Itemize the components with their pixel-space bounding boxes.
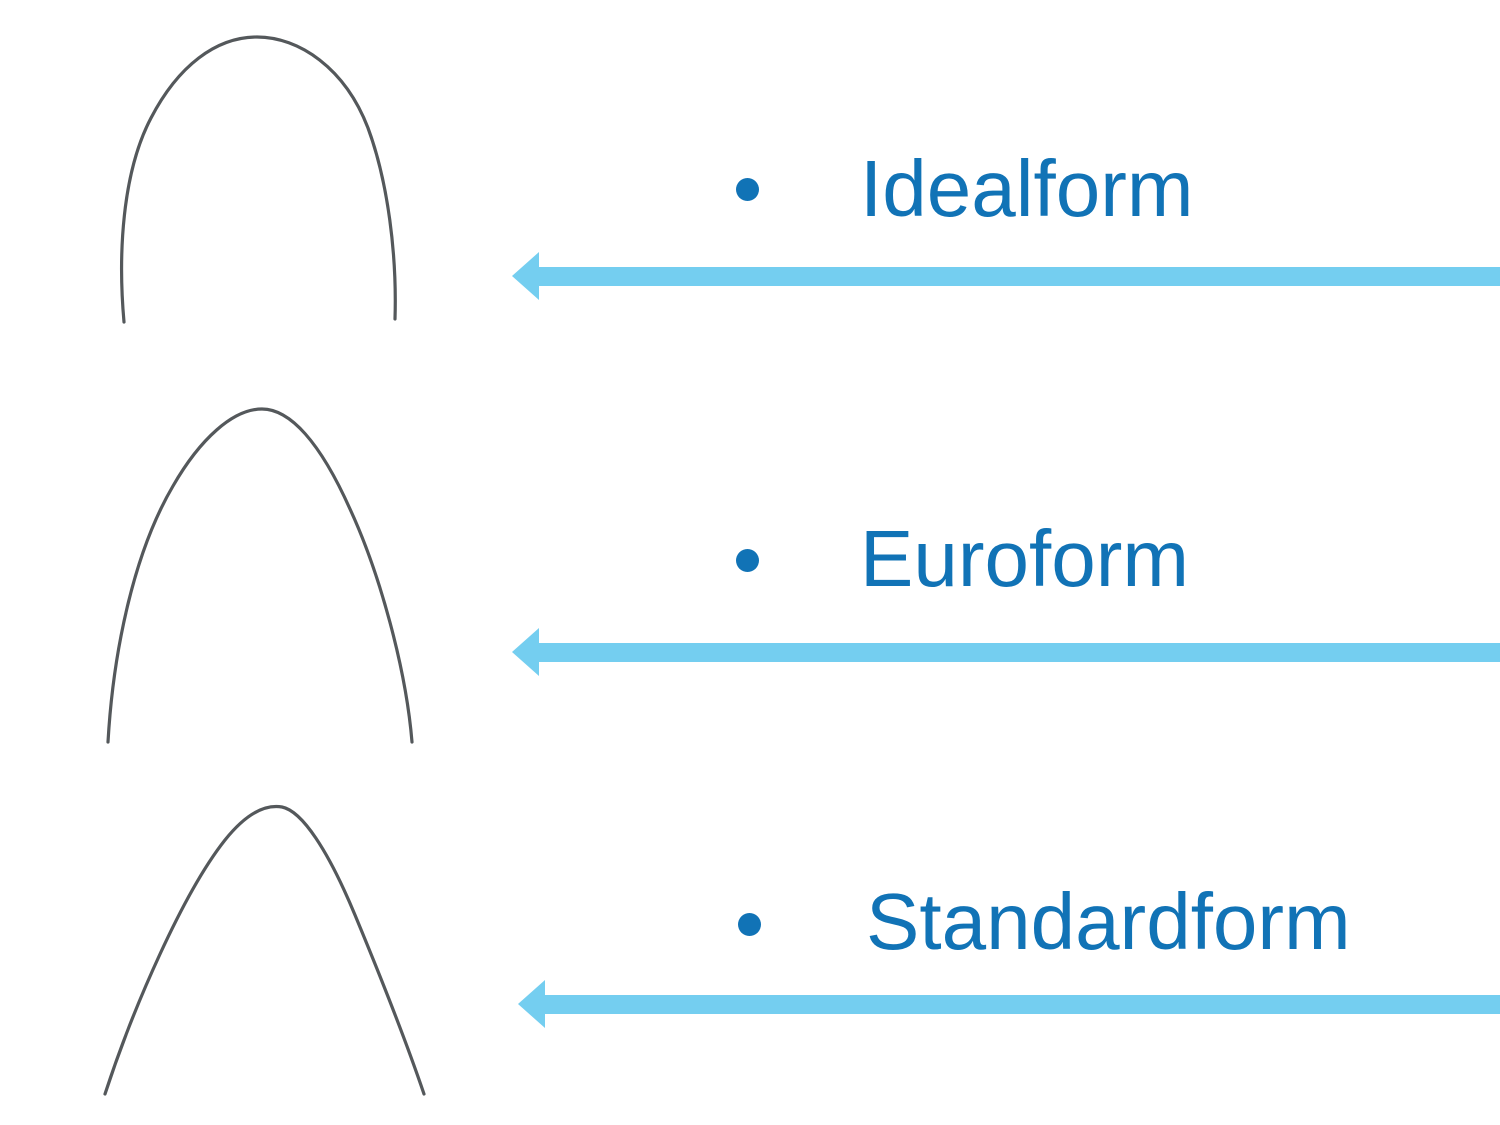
left-arrow <box>512 252 1500 300</box>
arrow-head-icon <box>512 628 539 676</box>
arrow-shaft <box>537 643 1500 662</box>
bullet-dot <box>736 178 759 201</box>
bullet-dot <box>738 913 761 936</box>
archform-label-standardform: Standardform <box>866 877 1351 966</box>
archform-label-euroform: Euroform <box>860 514 1189 603</box>
idealform-archwire-image <box>120 35 397 324</box>
left-arrow <box>518 980 1500 1028</box>
left-arrow <box>512 628 1500 676</box>
standardform-archwire-image <box>103 804 426 1096</box>
arrow-shaft <box>543 995 1500 1014</box>
arrow-shaft <box>537 267 1500 286</box>
arrow-head-icon <box>512 252 539 300</box>
euroform-archwire-image <box>106 407 414 744</box>
bullet-dot <box>736 549 759 572</box>
archform-label-idealform: Idealform <box>860 144 1194 233</box>
arrow-head-icon <box>518 980 545 1028</box>
